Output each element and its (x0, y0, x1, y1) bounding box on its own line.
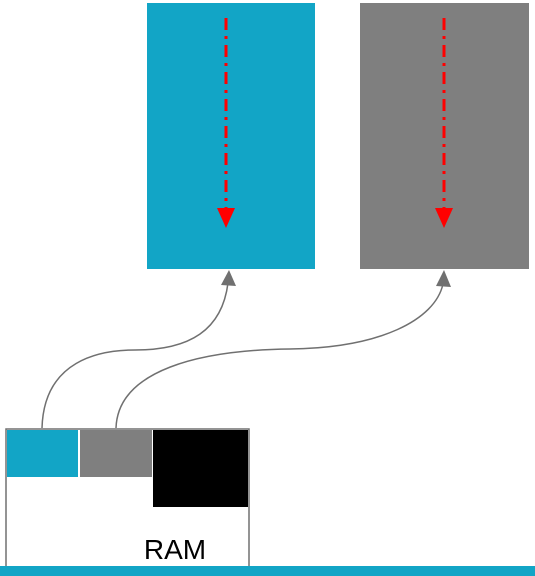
ram-black-block (153, 430, 248, 507)
connector-gray-arrowhead (436, 270, 451, 287)
gray-scan-arrowhead (435, 208, 453, 228)
cyan-buffer (147, 3, 315, 269)
ram-cyan-block (7, 430, 78, 477)
connector-gray (115, 283, 444, 429)
cyan-scan-arrowhead (217, 208, 235, 228)
bottom-bar (0, 566, 535, 576)
ram-label: RAM (144, 534, 206, 565)
connector-cyan (41, 282, 229, 429)
connector-cyan-arrowhead (221, 270, 236, 286)
ram-gray-block (80, 430, 152, 477)
